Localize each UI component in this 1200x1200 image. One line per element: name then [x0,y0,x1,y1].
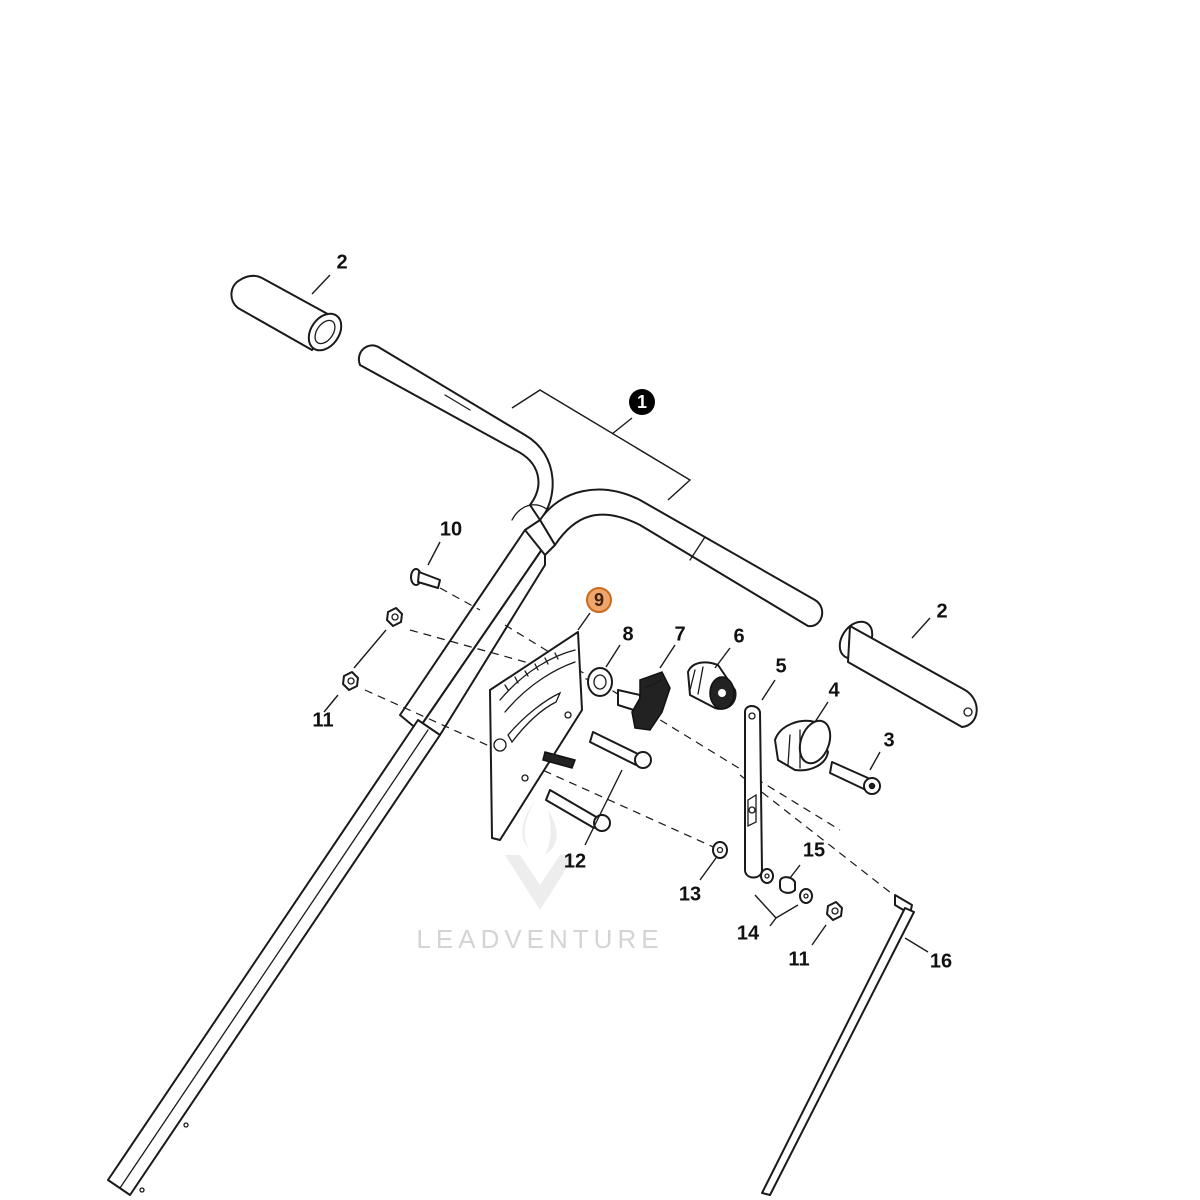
washers[interactable] [760,868,813,904]
callout-knob-4: 4 [828,679,840,701]
highlight-marker[interactable] [586,587,612,613]
callout-bolts-12: 12 [564,850,586,872]
callout-bolt-10: 10 [440,518,462,540]
callout-grip-right: 2 [936,600,947,622]
callout-washers-14: 14 [737,922,760,944]
washer[interactable] [712,841,728,859]
link-strap[interactable] [744,705,763,879]
callout-star-knob-7: 7 [674,623,685,645]
nut-middle[interactable] [342,671,359,691]
callout-knob-6: 6 [733,625,744,647]
grip-left[interactable] [230,274,348,357]
callout-assembly: 1 [637,392,647,412]
watermark-text: LEADVENTURE [416,924,663,954]
callout-grip-left: 2 [336,251,347,273]
callout-rod-16: 16 [930,950,952,972]
handle-lower-shaft[interactable] [107,529,546,1196]
handle-upper-bar[interactable] [357,344,824,628]
callout-plate-9[interactable]: 9 [594,590,604,610]
knob-small[interactable] [774,717,836,772]
callout-spacer-8: 8 [622,623,633,645]
knob-large[interactable] [687,661,737,710]
carriage-bolt[interactable] [410,568,441,589]
bolts[interactable] [542,731,652,832]
callout-bushing-15: 15 [803,839,825,861]
cap-screw[interactable] [829,761,881,795]
star-knob[interactable] [617,671,671,731]
assembly-badge [629,389,655,415]
angle-plate[interactable] [489,631,583,841]
callout-nut-11-bottom: 11 [788,948,809,970]
leader-lines [311,274,931,953]
control-rod[interactable] [761,894,915,1196]
callout-screw-3: 3 [883,729,894,751]
spacer[interactable] [587,667,613,697]
bushing[interactable] [779,876,796,894]
assembly-bracket [511,389,692,501]
callout-washer-13: 13 [679,883,701,905]
callout-nut-11-top: 11 [312,709,333,731]
callout-link-5: 5 [775,655,786,677]
grip-right[interactable] [833,616,978,728]
watermark-logo [505,800,575,910]
nut-bottom[interactable] [826,901,843,921]
nut-top[interactable] [386,607,403,627]
